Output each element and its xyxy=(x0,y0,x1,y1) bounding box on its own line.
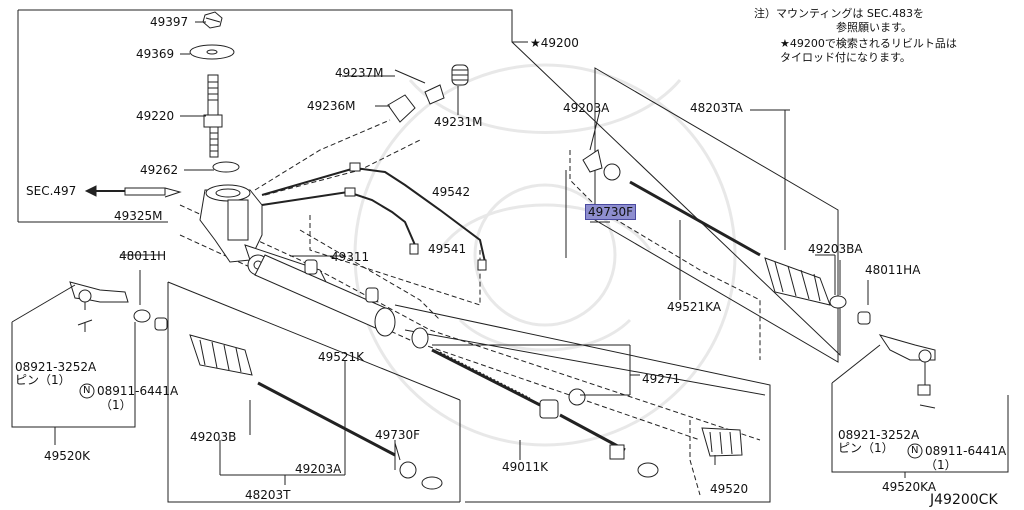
part-label-49397[interactable]: 49397 xyxy=(150,15,189,29)
part-label-49011K[interactable]: 49011K xyxy=(502,460,549,474)
part-label-49542[interactable]: 49542 xyxy=(432,185,471,199)
part-label-49311[interactable]: 49311 xyxy=(331,250,370,264)
part-label-49730F-right-highlighted[interactable]: 49730F xyxy=(584,204,637,220)
part-label-49237M[interactable]: 49237M xyxy=(335,66,384,80)
part-label-08911-left[interactable]: 08911-6441A xyxy=(97,384,179,398)
part-label-49521K[interactable]: 49521K xyxy=(318,350,365,364)
tie-rod-kit-left-box xyxy=(167,281,461,503)
part-label-49236M[interactable]: 49236M xyxy=(307,99,356,113)
sec-reference-label[interactable]: SEC.497 xyxy=(26,184,77,198)
note-line-3: ★49200で検索されるリビルト品は xyxy=(780,37,957,50)
part-label-49262[interactable]: 49262 xyxy=(140,163,179,177)
qty-left: （1） xyxy=(100,398,132,412)
part-label-49521KA[interactable]: 49521KA xyxy=(667,300,722,314)
part-label-08911-right[interactable]: 08911-6441A xyxy=(925,444,1007,458)
part-label-08921-left[interactable]: 08921-3252A xyxy=(15,360,97,374)
part-label-49220[interactable]: 49220 xyxy=(136,109,175,123)
left-tie-rod xyxy=(69,254,443,490)
assembly-outline-49200 xyxy=(17,9,841,357)
part-label-49520K[interactable]: 49520K xyxy=(44,449,91,463)
left-tie-rod-end-box xyxy=(11,284,136,445)
pin-qty-right: ピン（1） xyxy=(838,441,894,455)
valve-parts xyxy=(375,64,469,123)
part-label-48011HA[interactable]: 48011HA xyxy=(865,263,921,277)
part-label-49231M[interactable]: 49231M xyxy=(434,115,483,129)
part-label-48203TA[interactable]: 48203TA xyxy=(690,101,743,115)
circle-n-right: N xyxy=(911,445,919,456)
part-label-49203A-right[interactable]: 49203A xyxy=(563,101,610,115)
pin-qty-left: ピン（1） xyxy=(15,373,71,387)
part-label-48203T[interactable]: 48203T xyxy=(245,488,291,502)
qty-right: （1） xyxy=(925,458,957,472)
rack-tube xyxy=(254,254,396,337)
diagram-code: J49200CK xyxy=(930,492,998,508)
hydraulic-lines xyxy=(261,162,487,271)
pinion-parts xyxy=(180,11,240,173)
assembly-label[interactable]: ★49200 xyxy=(530,36,579,50)
watermark-logo xyxy=(353,63,737,447)
part-label-49203B[interactable]: 49203B xyxy=(190,430,237,444)
right-tie-rod xyxy=(582,149,936,409)
rack-internals xyxy=(411,327,743,478)
part-label-49203BA[interactable]: 49203BA xyxy=(808,242,863,256)
note-line-2: 参照願います。 xyxy=(836,21,912,34)
part-label-49730F-left[interactable]: 49730F xyxy=(375,428,421,442)
part-label-49520KA[interactable]: 49520KA xyxy=(882,480,937,494)
right-tie-rod-end-box xyxy=(831,344,1009,478)
part-label-49325M[interactable]: 49325M xyxy=(114,209,163,223)
part-label-49369[interactable]: 49369 xyxy=(136,47,175,61)
note-line-1: 注）マウンティングは SEC.483を xyxy=(754,7,924,20)
part-label-49520[interactable]: 49520 xyxy=(710,482,749,496)
note-line-4: タイロッド付になります。 xyxy=(780,51,911,64)
part-label-08921-right[interactable]: 08921-3252A xyxy=(838,428,920,442)
part-label-49541[interactable]: 49541 xyxy=(428,242,467,256)
part-label-49203A-left[interactable]: 49203A xyxy=(295,462,342,476)
circle-n-left: N xyxy=(83,385,91,396)
part-label-48011H[interactable]: 48011H xyxy=(119,249,167,263)
part-label-49271[interactable]: 49271 xyxy=(642,372,681,386)
rack-outline-box xyxy=(394,304,771,503)
leader-lines xyxy=(219,75,841,485)
